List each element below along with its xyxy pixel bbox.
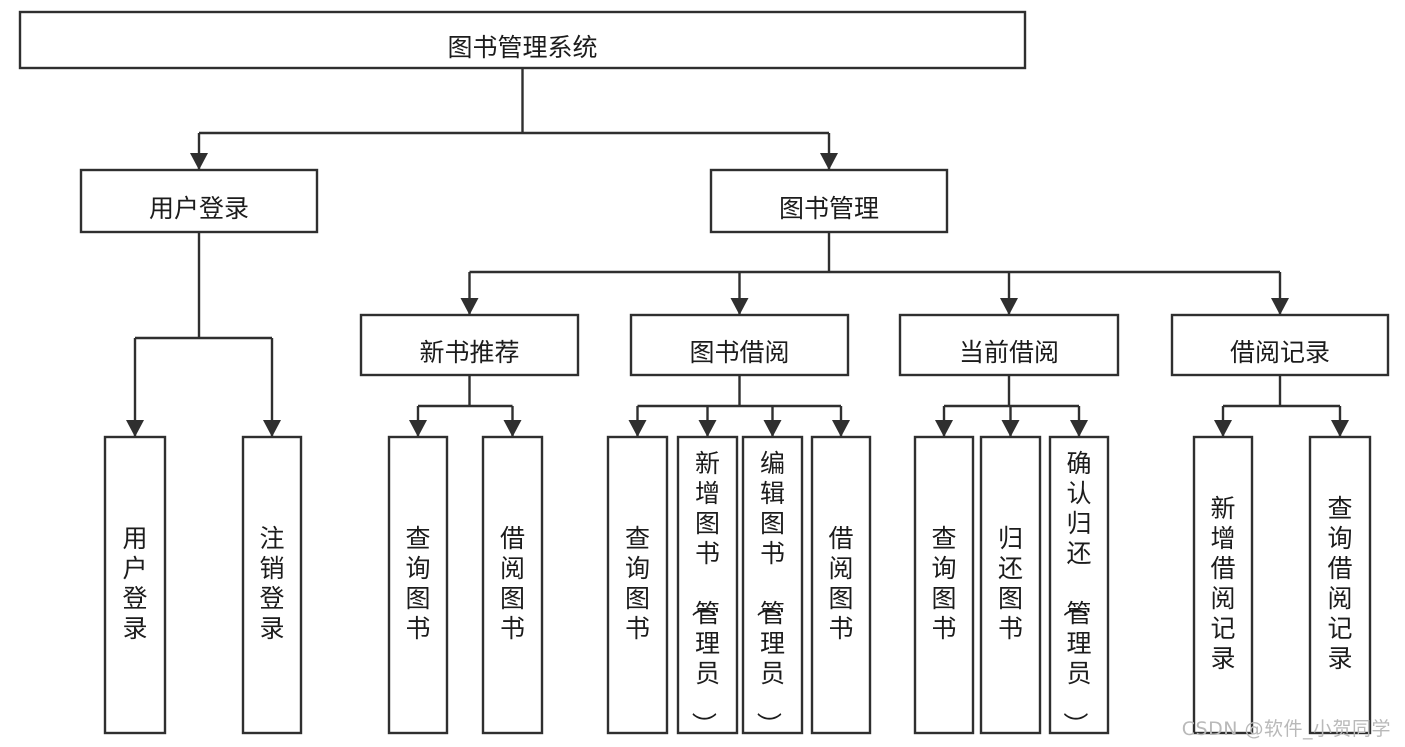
node-current-borrow-label: 当前借阅 bbox=[959, 338, 1059, 367]
node-leaf-borrow-book-rec-label: 借阅图书 bbox=[500, 524, 525, 643]
arrow-head-icon bbox=[628, 420, 647, 437]
node-book-borrow-label: 图书借阅 bbox=[689, 338, 789, 367]
arrow-head-icon bbox=[832, 420, 850, 437]
arrow-head-icon bbox=[1214, 420, 1232, 437]
node-user-login[interactable]: 用户登录 bbox=[79, 168, 319, 234]
node-new-book-rec-box[interactable] bbox=[359, 313, 580, 377]
node-leaf-query-book-bb-box[interactable] bbox=[606, 435, 669, 735]
node-leaf-user-login[interactable]: 用户登录 bbox=[103, 435, 167, 735]
node-leaf-return-book-box[interactable] bbox=[979, 435, 1042, 735]
node-new-book-rec[interactable]: 新书推荐 bbox=[359, 313, 580, 377]
node-current-borrow-box[interactable] bbox=[898, 313, 1120, 377]
node-leaf-query-book-bb-label: 查询图书 bbox=[625, 524, 650, 643]
arrow-head-icon bbox=[503, 420, 522, 437]
connector-book-borrow bbox=[628, 375, 850, 437]
connector-book-manage bbox=[460, 232, 1289, 315]
node-leaf-query-record[interactable]: 查询借阅记录 bbox=[1308, 435, 1372, 735]
arrow-head-icon bbox=[1001, 420, 1020, 437]
node-book-manage-box[interactable] bbox=[709, 168, 949, 234]
node-leaf-edit-book-label: 编辑图书（管理员） bbox=[754, 449, 785, 737]
node-leaf-user-login-box[interactable] bbox=[103, 435, 167, 735]
node-user-login-box[interactable] bbox=[79, 168, 319, 234]
node-book-borrow-box[interactable] bbox=[629, 313, 850, 377]
node-leaf-borrow-book-bb-box[interactable] bbox=[810, 435, 872, 735]
node-leaf-add-book-box[interactable] bbox=[676, 435, 739, 735]
node-leaf-edit-book-box[interactable] bbox=[741, 435, 804, 735]
node-current-borrow[interactable]: 当前借阅 bbox=[898, 313, 1120, 377]
node-layer: 图书管理系统用户登录图书管理新书推荐图书借阅当前借阅借阅记录用户登录注销登录查询… bbox=[18, 10, 1390, 737]
node-leaf-borrow-book-bb[interactable]: 借阅图书 bbox=[810, 435, 872, 735]
node-leaf-add-record-label: 新增借阅记录 bbox=[1210, 494, 1235, 673]
node-leaf-logout-label: 注销登录 bbox=[259, 524, 284, 643]
node-root-system-label: 图书管理系统 bbox=[447, 33, 597, 62]
node-user-login-label: 用户登录 bbox=[149, 194, 249, 223]
csdn-watermark: CSDN @软件_小贺同学 bbox=[1181, 718, 1391, 740]
arrow-head-icon bbox=[190, 153, 208, 170]
arrow-head-icon bbox=[763, 420, 782, 437]
node-leaf-return-book[interactable]: 归还图书 bbox=[979, 435, 1042, 735]
node-leaf-confirm-return[interactable]: 确认归还（管理员） bbox=[1048, 435, 1110, 737]
node-leaf-edit-book[interactable]: 编辑图书（管理员） bbox=[741, 435, 804, 737]
node-leaf-confirm-return-label: 确认归还（管理员） bbox=[1060, 449, 1091, 737]
arrow-head-icon bbox=[409, 420, 427, 437]
node-leaf-add-book[interactable]: 新增图书（管理员） bbox=[676, 435, 739, 737]
node-book-manage-label: 图书管理 bbox=[779, 194, 879, 223]
node-root-system-box[interactable] bbox=[18, 10, 1027, 70]
connector-root bbox=[190, 68, 838, 170]
node-book-manage[interactable]: 图书管理 bbox=[709, 168, 949, 234]
node-borrow-record-label: 借阅记录 bbox=[1230, 338, 1330, 367]
node-leaf-logout-box[interactable] bbox=[241, 435, 303, 735]
node-leaf-logout[interactable]: 注销登录 bbox=[241, 435, 303, 735]
node-leaf-query-book-rec-box[interactable] bbox=[387, 435, 449, 735]
connector-current-borrow bbox=[935, 375, 1088, 437]
node-leaf-add-record[interactable]: 新增借阅记录 bbox=[1192, 435, 1254, 735]
node-leaf-query-book-bb[interactable]: 查询图书 bbox=[606, 435, 669, 735]
node-leaf-borrow-book-bb-label: 借阅图书 bbox=[828, 524, 853, 643]
node-borrow-record[interactable]: 借阅记录 bbox=[1170, 313, 1390, 377]
arrow-head-icon bbox=[1000, 298, 1018, 315]
connector-layer bbox=[126, 68, 1349, 437]
node-borrow-record-box[interactable] bbox=[1170, 313, 1390, 377]
node-leaf-borrow-book-rec[interactable]: 借阅图书 bbox=[481, 435, 544, 735]
node-leaf-query-book-cb[interactable]: 查询图书 bbox=[913, 435, 975, 735]
arrow-head-icon bbox=[460, 298, 479, 315]
arrow-head-icon bbox=[698, 420, 717, 437]
node-leaf-add-record-box[interactable] bbox=[1192, 435, 1254, 735]
node-leaf-user-login-label: 用户登录 bbox=[122, 524, 147, 643]
arrow-head-icon bbox=[1331, 420, 1349, 437]
arrow-head-icon bbox=[1271, 298, 1289, 315]
connector-borrow-record bbox=[1214, 375, 1349, 437]
node-leaf-query-record-box[interactable] bbox=[1308, 435, 1372, 735]
arrow-head-icon bbox=[935, 420, 953, 437]
arrow-head-icon bbox=[730, 298, 749, 315]
node-leaf-query-book-cb-label: 查询图书 bbox=[931, 524, 956, 643]
node-leaf-confirm-return-box[interactable] bbox=[1048, 435, 1110, 735]
node-leaf-query-book-rec[interactable]: 查询图书 bbox=[387, 435, 449, 735]
node-root-system[interactable]: 图书管理系统 bbox=[18, 10, 1027, 70]
connector-user-login bbox=[126, 232, 281, 437]
node-leaf-query-book-rec-label: 查询图书 bbox=[405, 524, 430, 643]
node-leaf-query-book-cb-box[interactable] bbox=[913, 435, 975, 735]
node-book-borrow[interactable]: 图书借阅 bbox=[629, 313, 850, 377]
arrow-head-icon bbox=[126, 420, 144, 437]
node-leaf-borrow-book-rec-box[interactable] bbox=[481, 435, 544, 735]
arrow-head-icon bbox=[820, 153, 838, 170]
node-leaf-query-record-label: 查询借阅记录 bbox=[1327, 494, 1352, 673]
node-new-book-rec-label: 新书推荐 bbox=[419, 338, 519, 367]
arrow-head-icon bbox=[263, 420, 281, 437]
node-leaf-add-book-label: 新增图书（管理员） bbox=[689, 449, 720, 737]
node-leaf-return-book-label: 归还图书 bbox=[998, 524, 1023, 643]
connector-new-book-rec bbox=[409, 375, 522, 437]
arrow-head-icon bbox=[1070, 420, 1088, 437]
